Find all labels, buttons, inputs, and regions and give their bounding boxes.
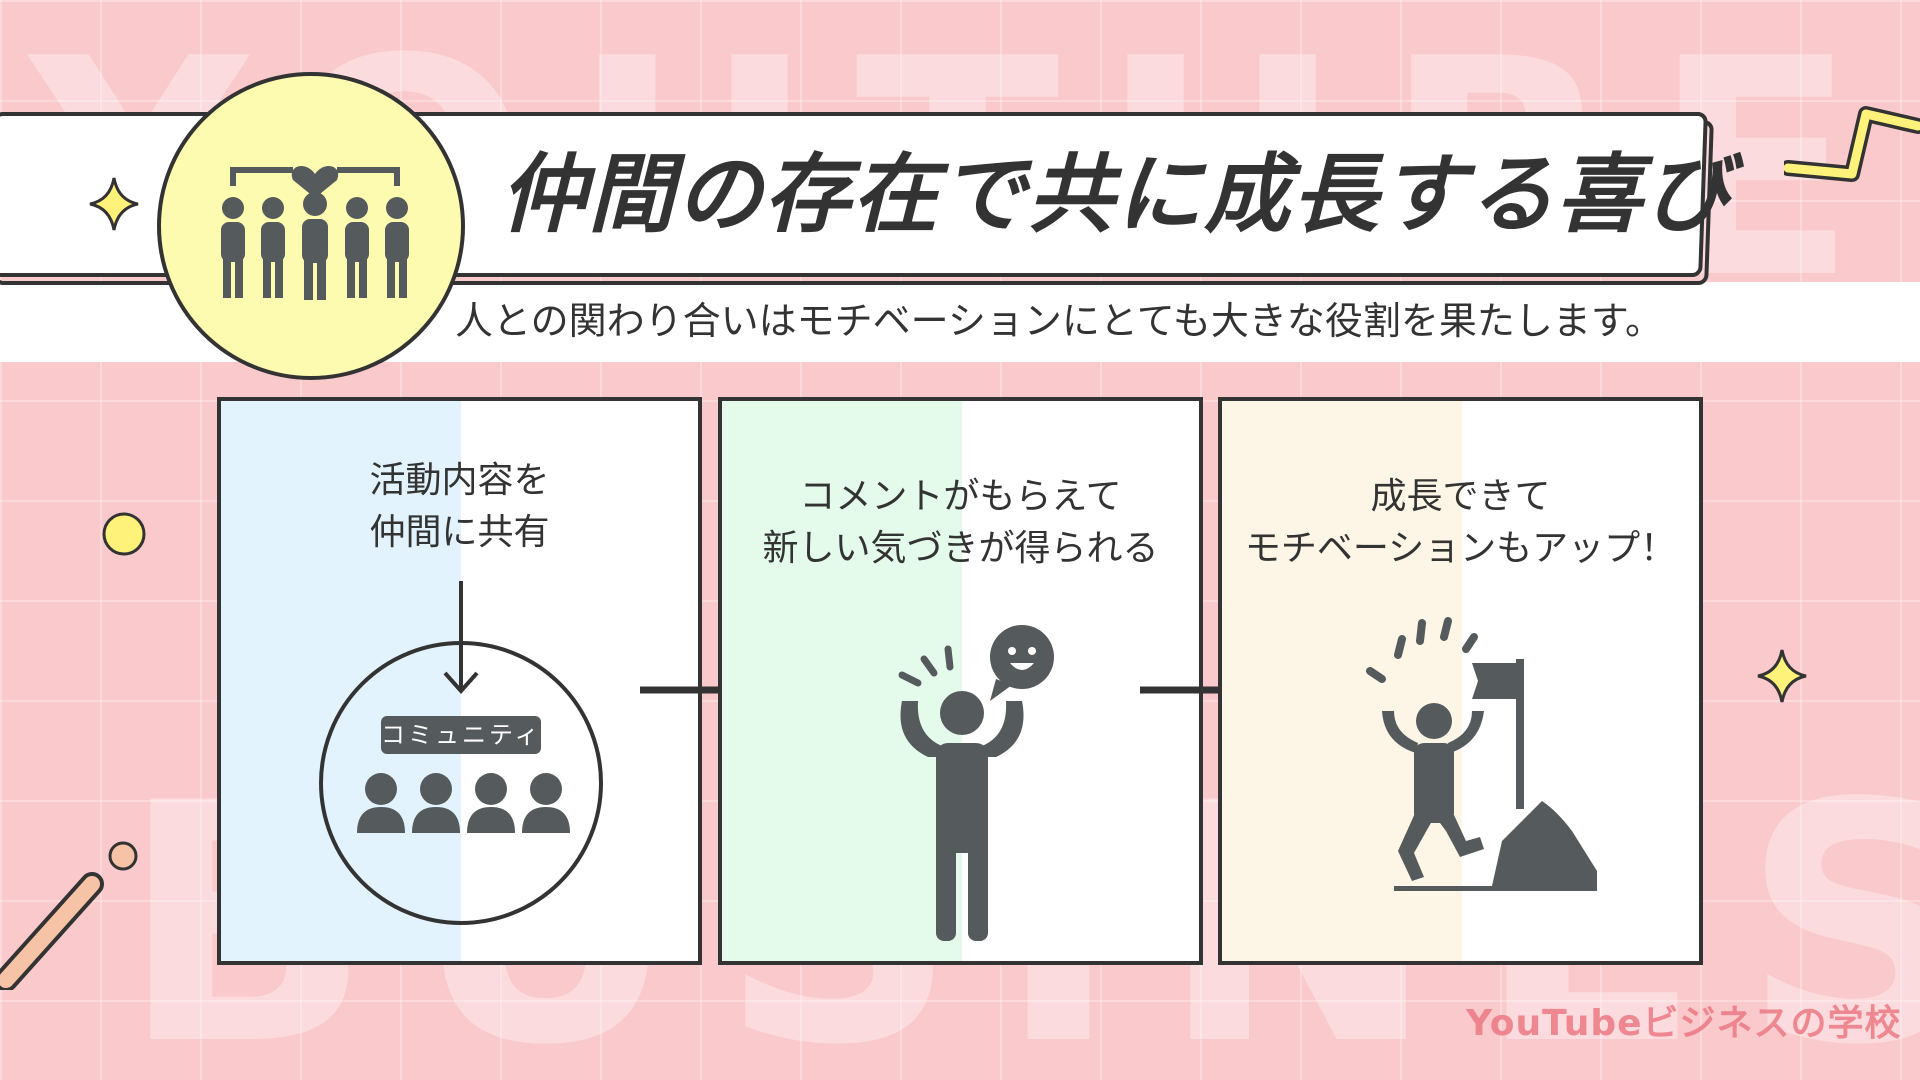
panel-text-line: 仲間に共有: [369, 512, 550, 553]
panel-text: コメントがもらえて 新しい気づきが得られる: [722, 471, 1199, 575]
panel-growth-motivation: 成長できて モチベーションもアップ！: [1218, 397, 1703, 965]
community-badge-label: コミュニティ: [381, 721, 542, 749]
dot-peach-icon: [108, 841, 138, 871]
group-heart-icon: [221, 166, 409, 300]
panel-text: 成長できて モチベーションもアップ！: [1222, 471, 1699, 575]
dot-yellow-icon: [102, 512, 146, 556]
panel-text-line: 活動内容を: [369, 460, 550, 501]
brand-logo: YouTubeビジネスの学校: [1460, 990, 1901, 1050]
page-title: 仲間の存在で共に成長する喜び: [500, 145, 1732, 245]
panel-share-activity: 活動内容を 仲間に共有 コミュニティ: [217, 397, 702, 965]
sparkle-icon: [1757, 649, 1807, 703]
panel-text-line: モチベーションもアップ！: [1244, 528, 1677, 569]
panel-tint: [1222, 401, 1462, 961]
stripe-decoration: [0, 872, 104, 990]
panel-text-line: 成長できて: [1370, 476, 1551, 517]
person-speech-icon: [898, 625, 1054, 941]
panel-text-line: コメントがもらえて: [799, 476, 1122, 517]
panel-text: 活動内容を 仲間に共有: [221, 455, 698, 559]
panel-get-comments: コメントがもらえて 新しい気づきが得られる: [718, 397, 1203, 965]
page-subtitle: 人との関わり合いはモチベーションにとても大きな役割を果たします。: [455, 299, 1664, 343]
panel-tint: [722, 401, 962, 961]
person-flag-mountain-icon: [1366, 617, 1597, 891]
community-circle-icon: [319, 581, 603, 925]
sparkle-icon: [89, 177, 139, 231]
title-badge: [157, 72, 465, 380]
zigzag-decoration: [1784, 106, 1920, 182]
brand-logo-text: YouTubeビジネスの学校: [1466, 1003, 1902, 1044]
panel-tint: [221, 401, 461, 961]
panel-text-line: 新しい気づきが得られる: [762, 528, 1159, 569]
